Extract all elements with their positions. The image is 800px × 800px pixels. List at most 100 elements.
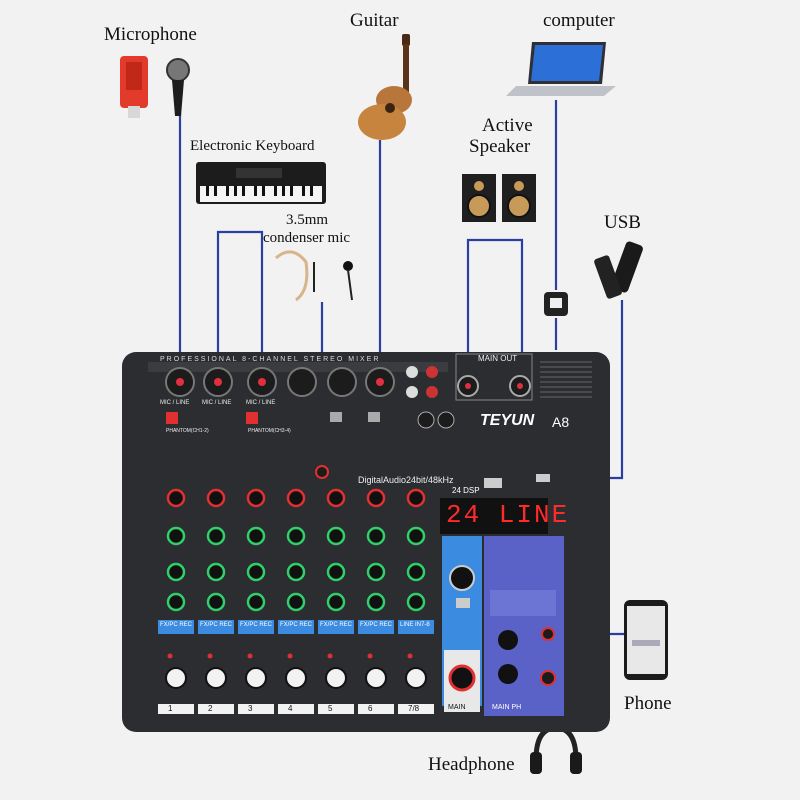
cable-keyboard: [216, 230, 264, 378]
laptop-image: [506, 42, 616, 96]
fx-label-5: FX/PC REC: [320, 622, 353, 628]
led-display: [440, 498, 548, 534]
knob-ch1-row2[interactable]: [166, 526, 186, 546]
peak-led-ch2: [207, 653, 213, 659]
fx-label-7: LINE IN7-8: [400, 622, 430, 628]
knob-ch2-row2[interactable]: [206, 526, 226, 546]
knob-ch3-row1[interactable]: [246, 488, 266, 508]
label-microphone: Microphone: [104, 24, 197, 45]
fx-label-4: FX/PC REC: [280, 622, 313, 628]
peak-led-ch3: [247, 653, 253, 659]
digital-audio-label: DigitalAudio24bit/48kHz: [358, 475, 454, 485]
label-electronic-keyboard: Electronic Keyboard: [190, 138, 315, 154]
condenser-microphone-image: [120, 56, 148, 118]
knob-ch5-row4[interactable]: [326, 592, 346, 612]
level-knob-ch3[interactable]: [245, 667, 267, 689]
label-active-speaker-1: Active: [482, 115, 533, 136]
led-display-text: 24 LINE: [446, 500, 570, 530]
mic-line-label-3: MIC / LINE: [246, 400, 276, 406]
input-jacks: [165, 367, 395, 397]
fx-label-6: FX/PC REC: [360, 622, 393, 628]
level-knob-ch2[interactable]: [205, 667, 227, 689]
knob-ch4-row3[interactable]: [286, 562, 306, 582]
active-speakers-image: [462, 174, 536, 222]
knob-ch3-row4[interactable]: [246, 592, 266, 612]
channel-number-1: 1: [168, 704, 173, 713]
knob-ch2-row3[interactable]: [206, 562, 226, 582]
knob-ch2-row1[interactable]: [206, 488, 226, 508]
handheld-microphone-image: [166, 58, 190, 116]
peak-led-ch4: [287, 653, 293, 659]
label-computer: computer: [543, 10, 615, 31]
channel-number-box-1: [158, 704, 194, 714]
channel-number-box-5: [318, 704, 354, 714]
knob-ch6-row2[interactable]: [366, 526, 386, 546]
fx-bar-ch3: [238, 620, 274, 634]
fx-label-1: FX/PC REC: [160, 622, 193, 628]
level-knob-ch4[interactable]: [285, 667, 307, 689]
main-out-label: MAIN OUT: [478, 354, 518, 363]
knob-ch3-row2[interactable]: [246, 526, 266, 546]
knob-ch6-row3[interactable]: [366, 562, 386, 582]
channel-number-3: 3: [248, 704, 253, 713]
knob-ch5-row2[interactable]: [326, 526, 346, 546]
label-headphone: Headphone: [428, 754, 515, 775]
level-knob-ch1[interactable]: [165, 667, 187, 689]
knob-ch1-row3[interactable]: [166, 562, 186, 582]
channel-number-box-6: [358, 704, 394, 714]
knob-ch1-row4[interactable]: [166, 592, 186, 612]
channel-number-7: 7/8: [408, 704, 420, 713]
channel-number-2: 2: [208, 704, 213, 713]
fx-bar-ch4: [278, 620, 314, 634]
fx-bar-ch1: [158, 620, 194, 634]
knob-ch3-row3[interactable]: [246, 562, 266, 582]
channel-knobs: [158, 488, 434, 714]
condenser-mic-accessories-image: [275, 250, 353, 302]
knob-ch4-row4[interactable]: [286, 592, 306, 612]
fx-label-2: FX/PC REC: [200, 622, 233, 628]
knob-ch1-row1[interactable]: [166, 488, 186, 508]
phone-image: [624, 600, 668, 680]
knob-ch6-row1[interactable]: [366, 488, 386, 508]
knob-ch5-row3[interactable]: [326, 562, 346, 582]
channel-number-5: 5: [328, 704, 333, 713]
label-condenser-2: condenser mic: [263, 230, 351, 246]
main-label: MAIN: [448, 704, 466, 711]
knob-ch4-row2[interactable]: [286, 526, 306, 546]
phantom-label-2: PHANTOM(CH3-4): [248, 428, 291, 434]
label-guitar: Guitar: [350, 10, 399, 31]
knob-ch7-row2[interactable]: [406, 526, 426, 546]
label-active-speaker-2: Speaker: [469, 136, 531, 157]
channel-number-box-7: [398, 704, 434, 714]
knob-ch2-row4[interactable]: [206, 592, 226, 612]
channel-number-box-3: [238, 704, 274, 714]
knob-ch4-row1[interactable]: [286, 488, 306, 508]
channel-number-6: 6: [368, 704, 373, 713]
fx-bar-ch7: [398, 620, 434, 634]
level-knob-ch7[interactable]: [405, 667, 427, 689]
level-knob-ch6[interactable]: [365, 667, 387, 689]
model-label: A8: [552, 414, 570, 430]
usb-stick-image: [594, 241, 643, 299]
label-phone: Phone: [624, 693, 672, 714]
knob-ch7-row1[interactable]: [406, 488, 426, 508]
knob-ch7-row4[interactable]: [406, 592, 426, 612]
knob-ch5-row1[interactable]: [326, 488, 346, 508]
mic-line-label-2: MIC / LINE: [202, 400, 232, 406]
mic-line-label-1: MIC / LINE: [160, 400, 190, 406]
dsp-label: 24 DSP: [452, 486, 480, 495]
knob-ch6-row4[interactable]: [366, 592, 386, 612]
brand-label: TEYUN: [480, 412, 535, 429]
channel-number-box-4: [278, 704, 314, 714]
label-condenser-1: 3.5mm: [286, 212, 329, 228]
label-usb: USB: [604, 212, 641, 233]
level-knob-ch5[interactable]: [325, 667, 347, 689]
guitar-image: [358, 34, 412, 140]
phantom-label-1: PHANTOM(CH1-2): [166, 428, 209, 434]
knob-ch7-row3[interactable]: [406, 562, 426, 582]
fx-bar-ch5: [318, 620, 354, 634]
cable-speakers: [466, 238, 524, 382]
peak-led-ch1: [167, 653, 173, 659]
peak-led-ch6: [367, 653, 373, 659]
